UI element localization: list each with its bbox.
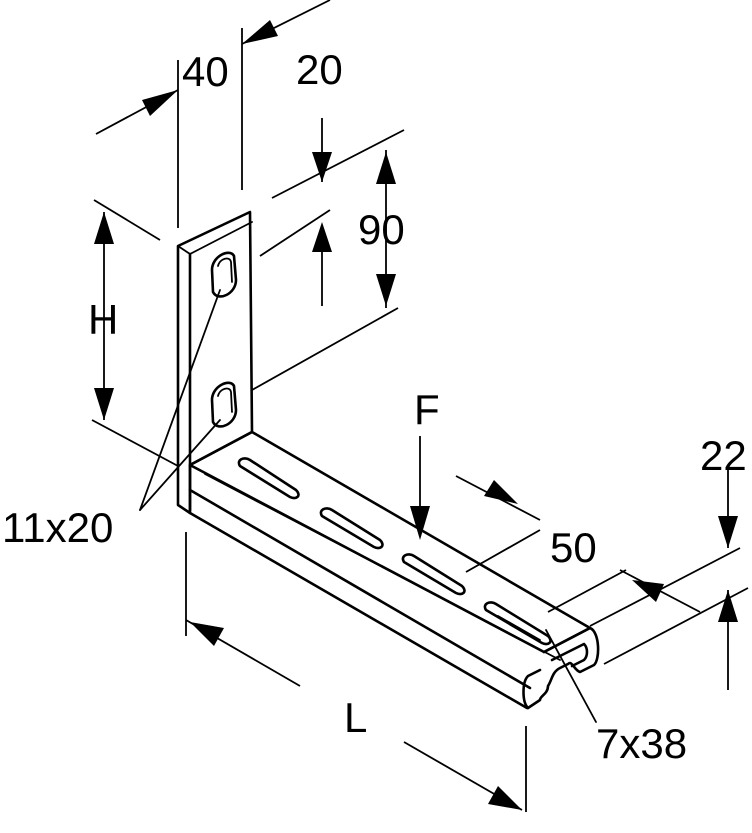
leader-11x20: [139, 289, 221, 511]
leader-7x38: [545, 629, 597, 723]
label-hole-offset: 20: [296, 46, 343, 93]
label-profile-width: 50: [550, 524, 597, 571]
dimension-50: [455, 475, 701, 613]
force-arrow: [410, 436, 430, 540]
label-profile-depth: 22: [700, 432, 747, 479]
dimension-H: [91, 199, 179, 467]
label-hole-spacing: 90: [358, 206, 405, 253]
label-arm-slot: 7x38: [596, 720, 687, 767]
plate-hole-bottom: [210, 381, 238, 428]
label-plate-width: 40: [182, 48, 229, 95]
plate-hole-top: [210, 251, 238, 298]
dimension-20-90: [251, 118, 405, 391]
dimension-40: [95, 0, 331, 228]
label-length: L: [344, 694, 367, 741]
label-plate-hole: 11x20: [2, 504, 113, 551]
arm-profile: [188, 430, 600, 710]
arm-slots: [237, 457, 552, 646]
dimension-22: [589, 470, 749, 690]
dimension-L: [185, 532, 527, 812]
label-force: F: [414, 386, 440, 433]
label-height: H: [88, 296, 118, 343]
